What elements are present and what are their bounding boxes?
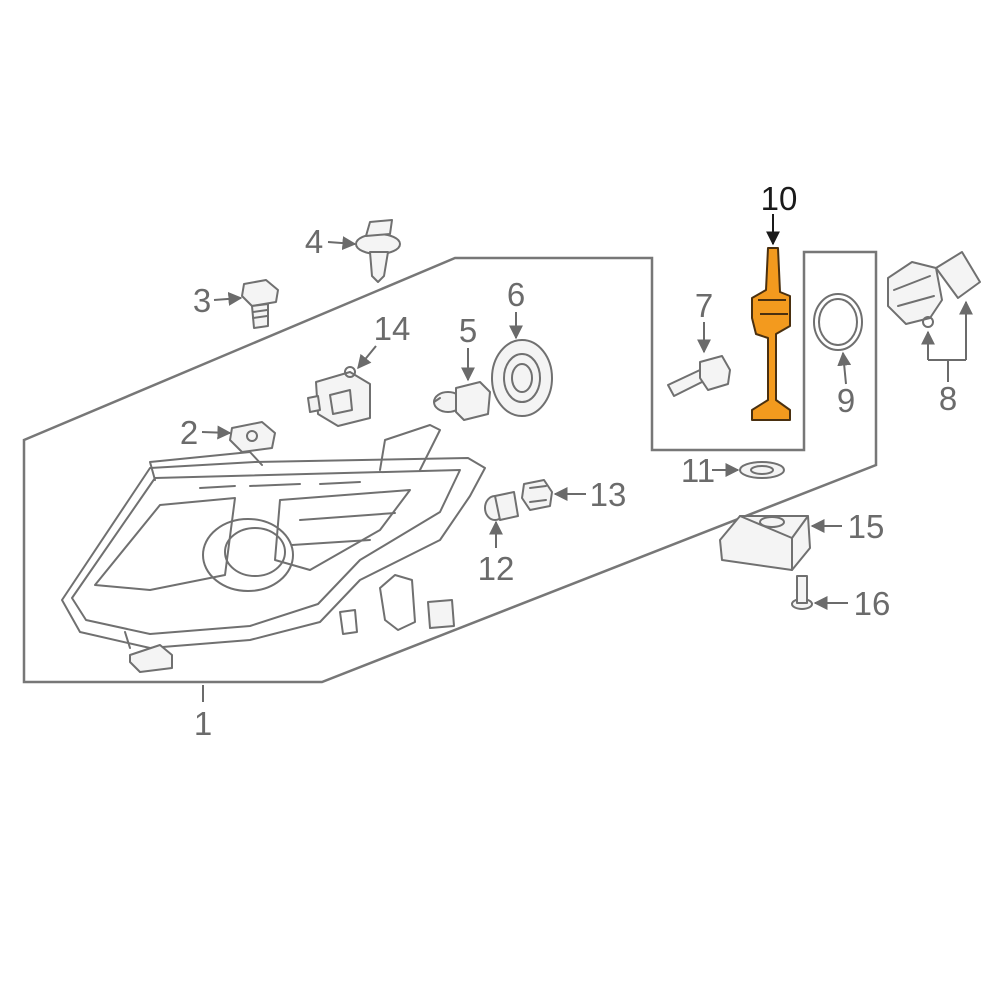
- dust-cover-part: [491, 339, 553, 417]
- igniter-part-highlighted[interactable]: [751, 247, 791, 421]
- connector-square: [427, 599, 455, 629]
- callout-4: 4: [305, 223, 323, 260]
- callout-9: 9: [837, 382, 855, 419]
- headlight-housing[interactable]: [61, 424, 486, 649]
- callout-2: 2: [180, 414, 198, 451]
- callout-3: 3: [193, 282, 211, 319]
- hid-bulb-part: [667, 355, 731, 397]
- halogen-bulb-part: [433, 381, 491, 421]
- callout-6: 6: [507, 276, 525, 313]
- assembly-outline: [22, 250, 878, 684]
- push-clip-part: [355, 219, 401, 283]
- callout-10-highlighted: 10: [761, 180, 798, 217]
- callout-11: 11: [681, 452, 715, 489]
- callout-5: 5: [459, 312, 477, 349]
- callout-13: 13: [590, 476, 627, 513]
- side-bulb-part: [484, 491, 519, 521]
- callout-16: 16: [854, 585, 891, 622]
- callout-14: 14: [374, 310, 411, 347]
- bolt-part: [241, 279, 279, 329]
- highlight-fill: [751, 247, 791, 421]
- leveling-motor-part: [307, 366, 371, 427]
- callout-12: 12: [478, 550, 515, 587]
- cover-cap-part: [887, 251, 981, 328]
- screw-part: [791, 575, 813, 610]
- bottom-clip: [129, 644, 173, 673]
- callout-labels: 1 2 3 4 5 6 7 8 9 10 11 12 13 14 15 16: [180, 180, 957, 742]
- washer-part: [739, 461, 785, 479]
- callout-8: 8: [939, 380, 957, 417]
- callout-1: 1: [194, 705, 212, 742]
- socket-part: [521, 479, 553, 511]
- o-ring-part: [813, 293, 863, 351]
- nut-clip-part: [229, 421, 276, 453]
- leader-lines: [201, 214, 973, 702]
- callout-7: 7: [695, 287, 713, 324]
- ballast-part: [719, 515, 811, 571]
- callout-15: 15: [848, 508, 885, 545]
